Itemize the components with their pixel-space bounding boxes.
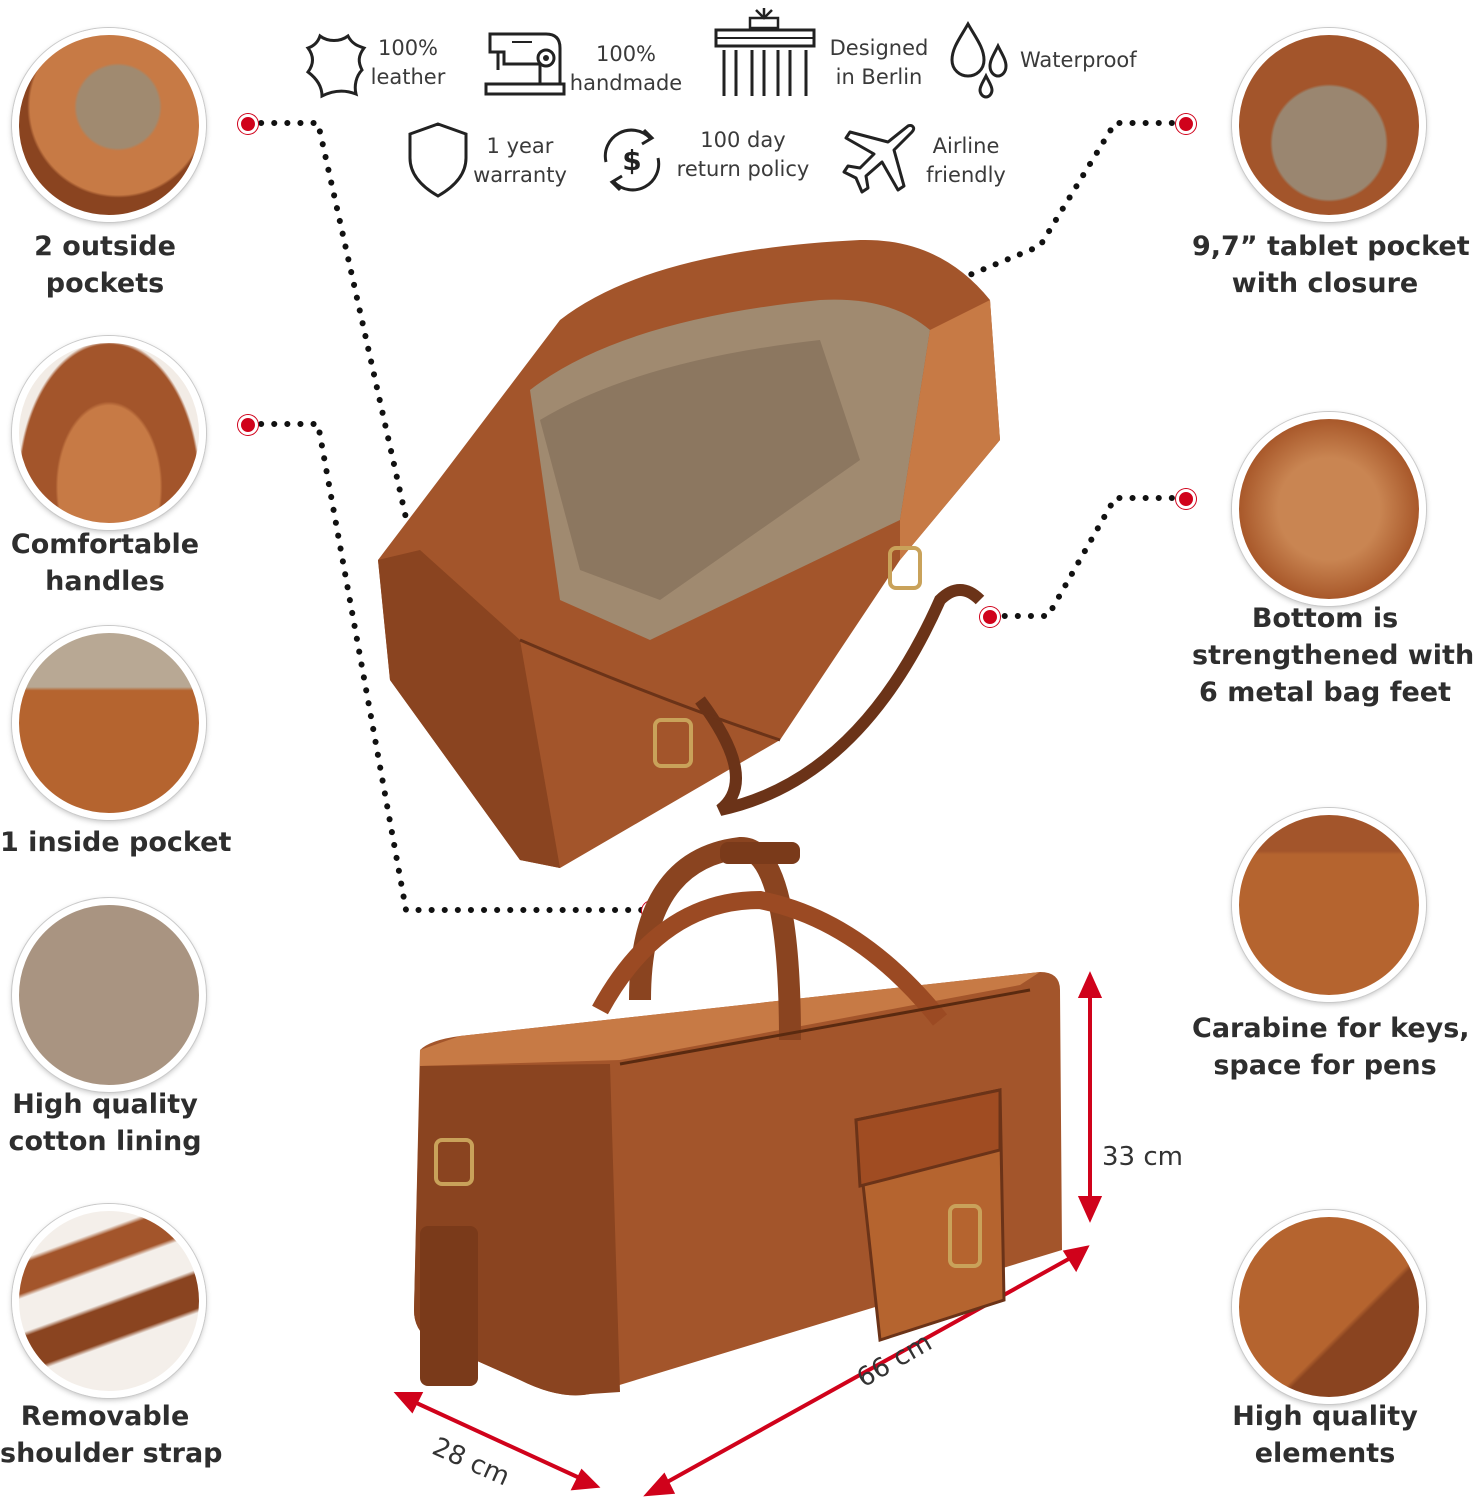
feature-berlin: Designed in Berlin — [710, 4, 940, 104]
connector-handles — [245, 421, 653, 913]
feature-handmade-line2: handmade — [569, 71, 683, 95]
brandenburg-gate-icon — [714, 8, 816, 96]
feature-waterproof: Waterproof — [944, 20, 1154, 104]
feature-leather-line2: leather — [370, 65, 446, 89]
marker-dot — [238, 114, 258, 134]
feature-warranty: 1 year warranty — [404, 118, 574, 204]
detail-elements-label: High quality elements — [1192, 1398, 1458, 1472]
svg-text:$: $ — [622, 144, 641, 177]
detail-shoulder-strap-image — [12, 1204, 206, 1398]
detail-inside-pocket-image — [12, 626, 206, 820]
sewing-machine-icon — [484, 32, 566, 96]
water-drops-icon — [950, 20, 1008, 99]
feature-leather: 100% leather — [296, 24, 456, 104]
connector-outside-pockets — [245, 120, 421, 575]
detail-cotton-lining-line2: cotton lining — [8, 1126, 202, 1157]
feature-return-line1: 100 day — [700, 128, 786, 152]
dim-depth-arrow — [409, 1398, 585, 1482]
feature-berlin-line2: in Berlin — [835, 65, 923, 89]
feature-handmade-line1: 100% — [595, 42, 657, 66]
detail-carabine-image — [1232, 808, 1426, 1002]
detail-cotton-lining-image — [12, 898, 206, 1092]
detail-elements-line2: elements — [1254, 1438, 1396, 1469]
feature-airline-line1: Airline — [932, 134, 1000, 158]
detail-shoulder-strap-label: Removable shoulder strap — [0, 1398, 223, 1472]
detail-inside-pocket-line1: 1 inside pocket — [0, 827, 232, 858]
detail-bottom-feet-label: Bottom is strengthened with 6 metal bag … — [1192, 600, 1474, 711]
marker-dot — [980, 607, 1000, 627]
detail-cotton-lining-label: High quality cotton lining — [0, 1086, 210, 1160]
detail-bottom-feet-line1: Bottom is — [1251, 603, 1399, 634]
detail-handles-line1: Comfortable — [10, 529, 200, 560]
detail-carabine-line2: space for pens — [1213, 1050, 1437, 1081]
marker-dot — [1176, 489, 1196, 509]
detail-bottom-feet-image — [1232, 412, 1426, 606]
feature-warranty-line2: warranty — [473, 163, 567, 187]
feature-waterproof-line1: Waterproof — [1020, 48, 1137, 72]
detail-outside-pockets-label: 2 outside pockets — [0, 228, 210, 302]
detail-bottom-feet-line3: 6 metal bag feet — [1199, 677, 1451, 708]
detail-handles-label: Comfortable handles — [0, 526, 210, 600]
leather-hide-icon — [305, 33, 367, 99]
dollar-cycle-icon: $ — [603, 128, 661, 192]
detail-inside-pocket-label: 1 inside pocket — [0, 824, 232, 861]
feature-warranty-line1: 1 year — [486, 134, 554, 158]
feature-handmade: 100% handmade — [480, 24, 690, 104]
connector-bottom-feet — [987, 495, 1188, 619]
detail-elements-line1: High quality — [1232, 1401, 1418, 1432]
feature-airline: Airline friendly — [838, 118, 1018, 202]
detail-shoulder-strap-line2: shoulder strap — [0, 1438, 223, 1469]
marker-dot — [1176, 114, 1196, 134]
detail-outside-pockets-line2: pockets — [45, 268, 165, 299]
feature-airline-line2: friendly — [926, 163, 1006, 187]
shield-icon — [408, 122, 468, 198]
airplane-icon — [842, 124, 916, 194]
detail-outside-pockets-image — [12, 28, 206, 222]
detail-tablet-pocket-image — [1232, 28, 1426, 222]
connector-tablet-pocket — [619, 120, 1188, 421]
detail-handles-image — [12, 336, 206, 530]
marker-dot — [238, 415, 258, 435]
feature-berlin-line1: Designed — [829, 36, 929, 60]
dimension-height-label: 33 cm — [1102, 1142, 1183, 1172]
detail-carabine-label: Carabine for keys, space for pens — [1192, 1010, 1470, 1084]
detail-tablet-pocket-label: 9,7” tablet pocket with closure — [1192, 228, 1470, 302]
detail-cotton-lining-line1: High quality — [12, 1089, 198, 1120]
feature-return: $ 100 day return policy — [594, 122, 820, 202]
detail-outside-pockets-line1: 2 outside — [34, 231, 176, 262]
detail-bottom-feet-line2: strengthened with — [1192, 640, 1474, 671]
detail-tablet-pocket-line2: with closure — [1231, 268, 1419, 299]
detail-shoulder-strap-line1: Removable — [20, 1401, 190, 1432]
detail-carabine-line1: Carabine for keys, — [1192, 1013, 1470, 1044]
feature-leather-line1: 100% — [377, 36, 439, 60]
feature-return-line2: return policy — [676, 157, 810, 181]
detail-elements-image — [1232, 1210, 1426, 1404]
detail-tablet-pocket-line1: 9,7” tablet pocket — [1192, 231, 1470, 262]
detail-handles-line2: handles — [45, 566, 165, 597]
